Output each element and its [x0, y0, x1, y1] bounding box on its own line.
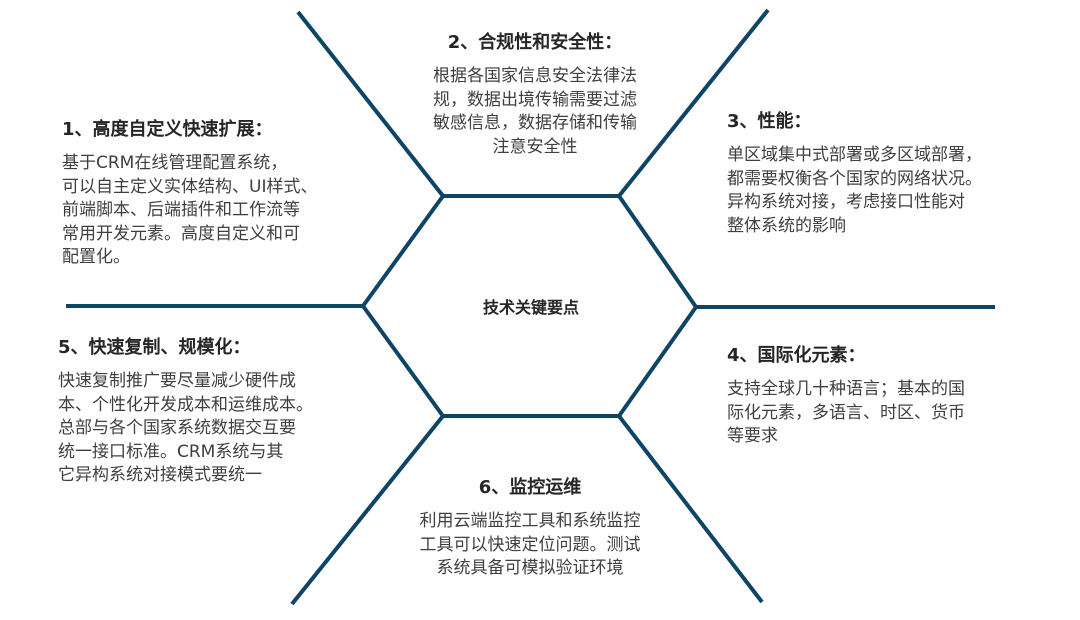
point-5-block: 5、快速复制、规模化： 快速复制推广要尽量减少硬件成 本、个性化开发成本和运维成…: [58, 336, 398, 488]
center-label: 技术关键要点: [482, 298, 579, 317]
text-line: 总部与各个国家系统数据交互要: [58, 418, 296, 438]
point-2-text: 根据各国家信息安全法律法 规，数据出境传输需要过滤 敏感信息，数据存储和传输 注…: [385, 65, 685, 159]
point-4-title: 4、国际化元素：: [727, 345, 866, 366]
text-line: 单区域集中式部署或多区域部署，: [727, 145, 982, 165]
text-line: 系统具备可模拟验证环境: [436, 558, 624, 578]
text-line: 都需要权衡各个国家的网络状况。: [727, 168, 982, 189]
text-line: 等要求: [727, 426, 778, 446]
point-6-block: 6、监控运维 利用云端监控工具和系统监控 工具可以快速定位问题。测试 系统具备可…: [380, 476, 680, 581]
text-line: 前端脚本、后端插件和工作流等: [62, 200, 300, 220]
point-2-block: 2、合规性和安全性： 根据各国家信息安全法律法 规，数据出境传输需要过滤 敏感信…: [385, 31, 685, 159]
text-line: 支持全球几十种语言；基本的国: [727, 379, 965, 399]
text-line: 敏感信息，数据存储和传输: [433, 113, 637, 133]
spoke-bottom-left: [290, 414, 445, 606]
point-6-text: 利用云端监控工具和系统监控 工具可以快速定位问题。测试 系统具备可模拟验证环境: [380, 510, 680, 581]
point-4-block: 4、国际化元素： 支持全球几十种语言；基本的国 际化元素，多语言、时区、货币 等…: [727, 344, 1047, 449]
text-line: 利用云端监控工具和系统监控: [419, 511, 641, 531]
text-line: 际化元素，多语言、时区、货币: [727, 402, 965, 423]
text-line: 工具可以快速定位问题。测试: [419, 534, 641, 555]
spoke-bottom-right: [617, 414, 764, 604]
point-2-title: 2、合规性和安全性：: [447, 32, 623, 53]
point-3-title: 3、性能：: [727, 111, 812, 132]
text-line: 异构系统对接，考虑接口性能对: [727, 192, 965, 212]
point-1-title: 1、高度自定义快速扩展：: [62, 119, 273, 140]
point-3-block: 3、性能： 单区域集中式部署或多区域部署， 都需要权衡各个国家的网络状况。 异构…: [727, 110, 1067, 238]
text-line: 基于CRM在线管理配置系统，: [62, 153, 288, 173]
text-line: 本、个性化开发成本和运维成本。: [58, 394, 313, 415]
point-1-block: 1、高度自定义快速扩展： 基于CRM在线管理配置系统， 可以自主定义实体结构、U…: [62, 118, 362, 270]
text-line: 规，数据出境传输需要过滤: [433, 89, 637, 110]
spoke-top-right: [617, 8, 770, 198]
point-5-title: 5、快速复制、规模化：: [58, 337, 251, 358]
text-line: 注意安全性: [492, 136, 578, 157]
text-line: 可以自主定义实体结构、UI样式、: [62, 176, 318, 197]
text-line: 常用开发元素。高度自定义和可: [62, 223, 300, 244]
point-1-text: 基于CRM在线管理配置系统， 可以自主定义实体结构、UI样式、 前端脚本、后端插…: [62, 152, 362, 270]
text-line: 快速复制推广要尽量减少硬件成: [58, 371, 296, 391]
text-line: 配置化。: [62, 247, 130, 267]
point-4-text: 支持全球几十种语言；基本的国 际化元素，多语言、时区、货币 等要求: [727, 378, 1047, 449]
point-3-text: 单区域集中式部署或多区域部署， 都需要权衡各个国家的网络状况。 异构系统对接，考…: [727, 144, 1067, 238]
point-6-title: 6、监控运维: [478, 477, 582, 498]
text-line: 整体系统的影响: [727, 215, 846, 236]
text-line: 根据各国家信息安全法律法: [433, 66, 637, 86]
text-line: 它异构系统对接模式要统一: [58, 465, 262, 485]
point-5-text: 快速复制推广要尽量减少硬件成 本、个性化开发成本和运维成本。 总部与各个国家系统…: [58, 370, 398, 488]
spoke-top-left: [296, 10, 445, 198]
text-line: 统一接口标准。CRM系统与其: [58, 441, 284, 462]
